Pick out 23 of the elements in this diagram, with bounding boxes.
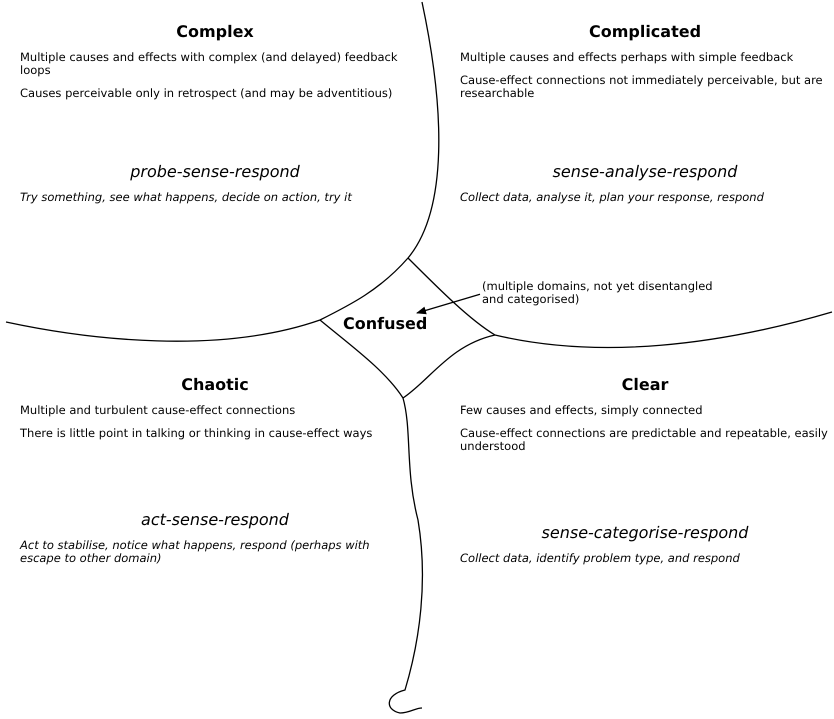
description-text: Cause-effect connections are predictable and repeatable, easily understood [460,427,829,453]
annotation-text: (multiple domains, not yet disentangled and categorised) [482,280,732,306]
domain-label: Confused [343,314,427,333]
description-text: Causes perceivable only in retrospect (and may be adventitious) [20,87,394,100]
action-text: Act to stabilise, notice what happens, respond (perhaps with escape to other domain) [20,539,371,565]
description-text: Multiple and turbulent cause-effect connections [20,404,296,417]
arrow [416,294,480,314]
method-heading: probe-sense-respond [129,162,301,181]
description-text: Multiple causes and effects perhaps with simple feedback [460,51,794,64]
description-text: Cause-effect connections not immediately perceivable, but are researchable [460,74,824,100]
method-heading: act-sense-respond [140,510,290,529]
action-text: Collect data, identify problem type, and respond [460,552,741,565]
action-text: Try something, see what happens, decide on action, try it [20,191,354,204]
description-text: There is little point in talking or thinking in cause-effect ways [20,427,374,440]
description-text: Few causes and effects, simply connected [460,404,704,417]
description-text: Multiple causes and effects with complex (and delayed) feedback loops [20,51,399,77]
method-heading: sense-analyse-respond [552,162,738,181]
domain-heading: Complicated [588,22,702,41]
domain-heading: Chaotic [180,375,250,394]
method-heading: sense-categorise-respond [540,523,750,542]
action-text: Collect data, analyse it, plan your response, respond [460,191,765,204]
domain-heading: Complex [175,22,255,41]
domain-heading: Clear [620,375,670,394]
